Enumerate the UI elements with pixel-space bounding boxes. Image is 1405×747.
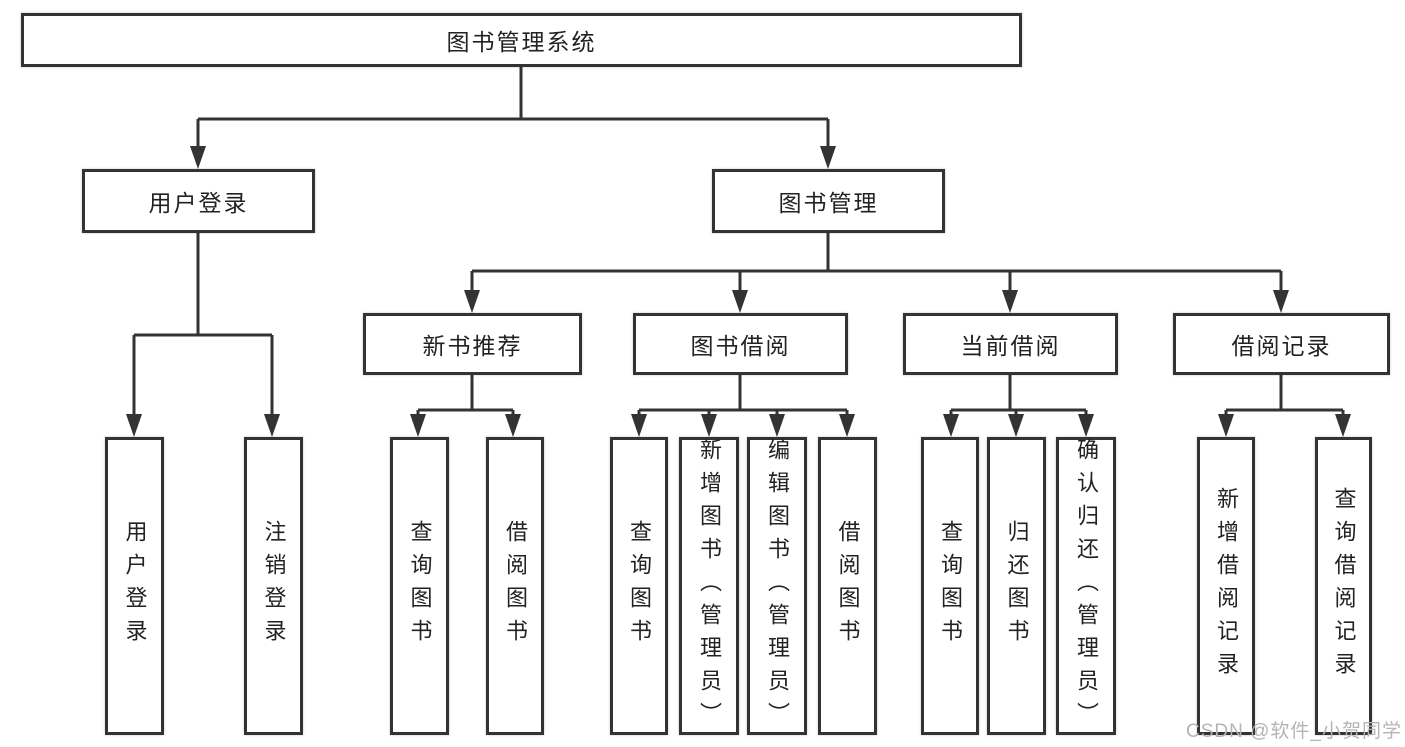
leaf-logout: 注销登录	[244, 437, 303, 735]
leaf-query-borrow-record: 查询借阅记录	[1315, 437, 1372, 735]
leaf-query-books-2: 查询图书	[610, 437, 668, 735]
leaf-borrow-books-2: 借阅图书	[818, 437, 877, 735]
node-borrowing-records: 借阅记录	[1173, 313, 1390, 375]
leaf-user-login: 用户登录	[105, 437, 164, 735]
node-root-system: 图书管理系统	[21, 13, 1022, 67]
leaf-query-books-1: 查询图书	[390, 437, 449, 735]
node-user-login: 用户登录	[82, 169, 315, 233]
leaf-edit-books-admin: 编辑图书（管理员）	[747, 437, 807, 735]
node-new-book-recommendation: 新书推荐	[363, 313, 582, 375]
leaf-borrow-books-1: 借阅图书	[486, 437, 544, 735]
node-book-management: 图书管理	[712, 169, 945, 233]
leaf-add-borrow-record: 新增借阅记录	[1197, 437, 1255, 735]
arrowheads	[126, 146, 1351, 437]
leaf-query-books-3: 查询图书	[921, 437, 979, 735]
csdn-watermark: CSDN @软件_小贺同学	[1186, 721, 1402, 742]
node-book-borrowing: 图书借阅	[633, 313, 848, 375]
leaf-return-books: 归还图书	[987, 437, 1046, 735]
node-current-borrowing: 当前借阅	[903, 313, 1118, 375]
leaf-add-books-admin: 新增图书（管理员）	[679, 437, 739, 735]
leaf-confirm-return-admin: 确认归还（管理员）	[1056, 437, 1116, 735]
